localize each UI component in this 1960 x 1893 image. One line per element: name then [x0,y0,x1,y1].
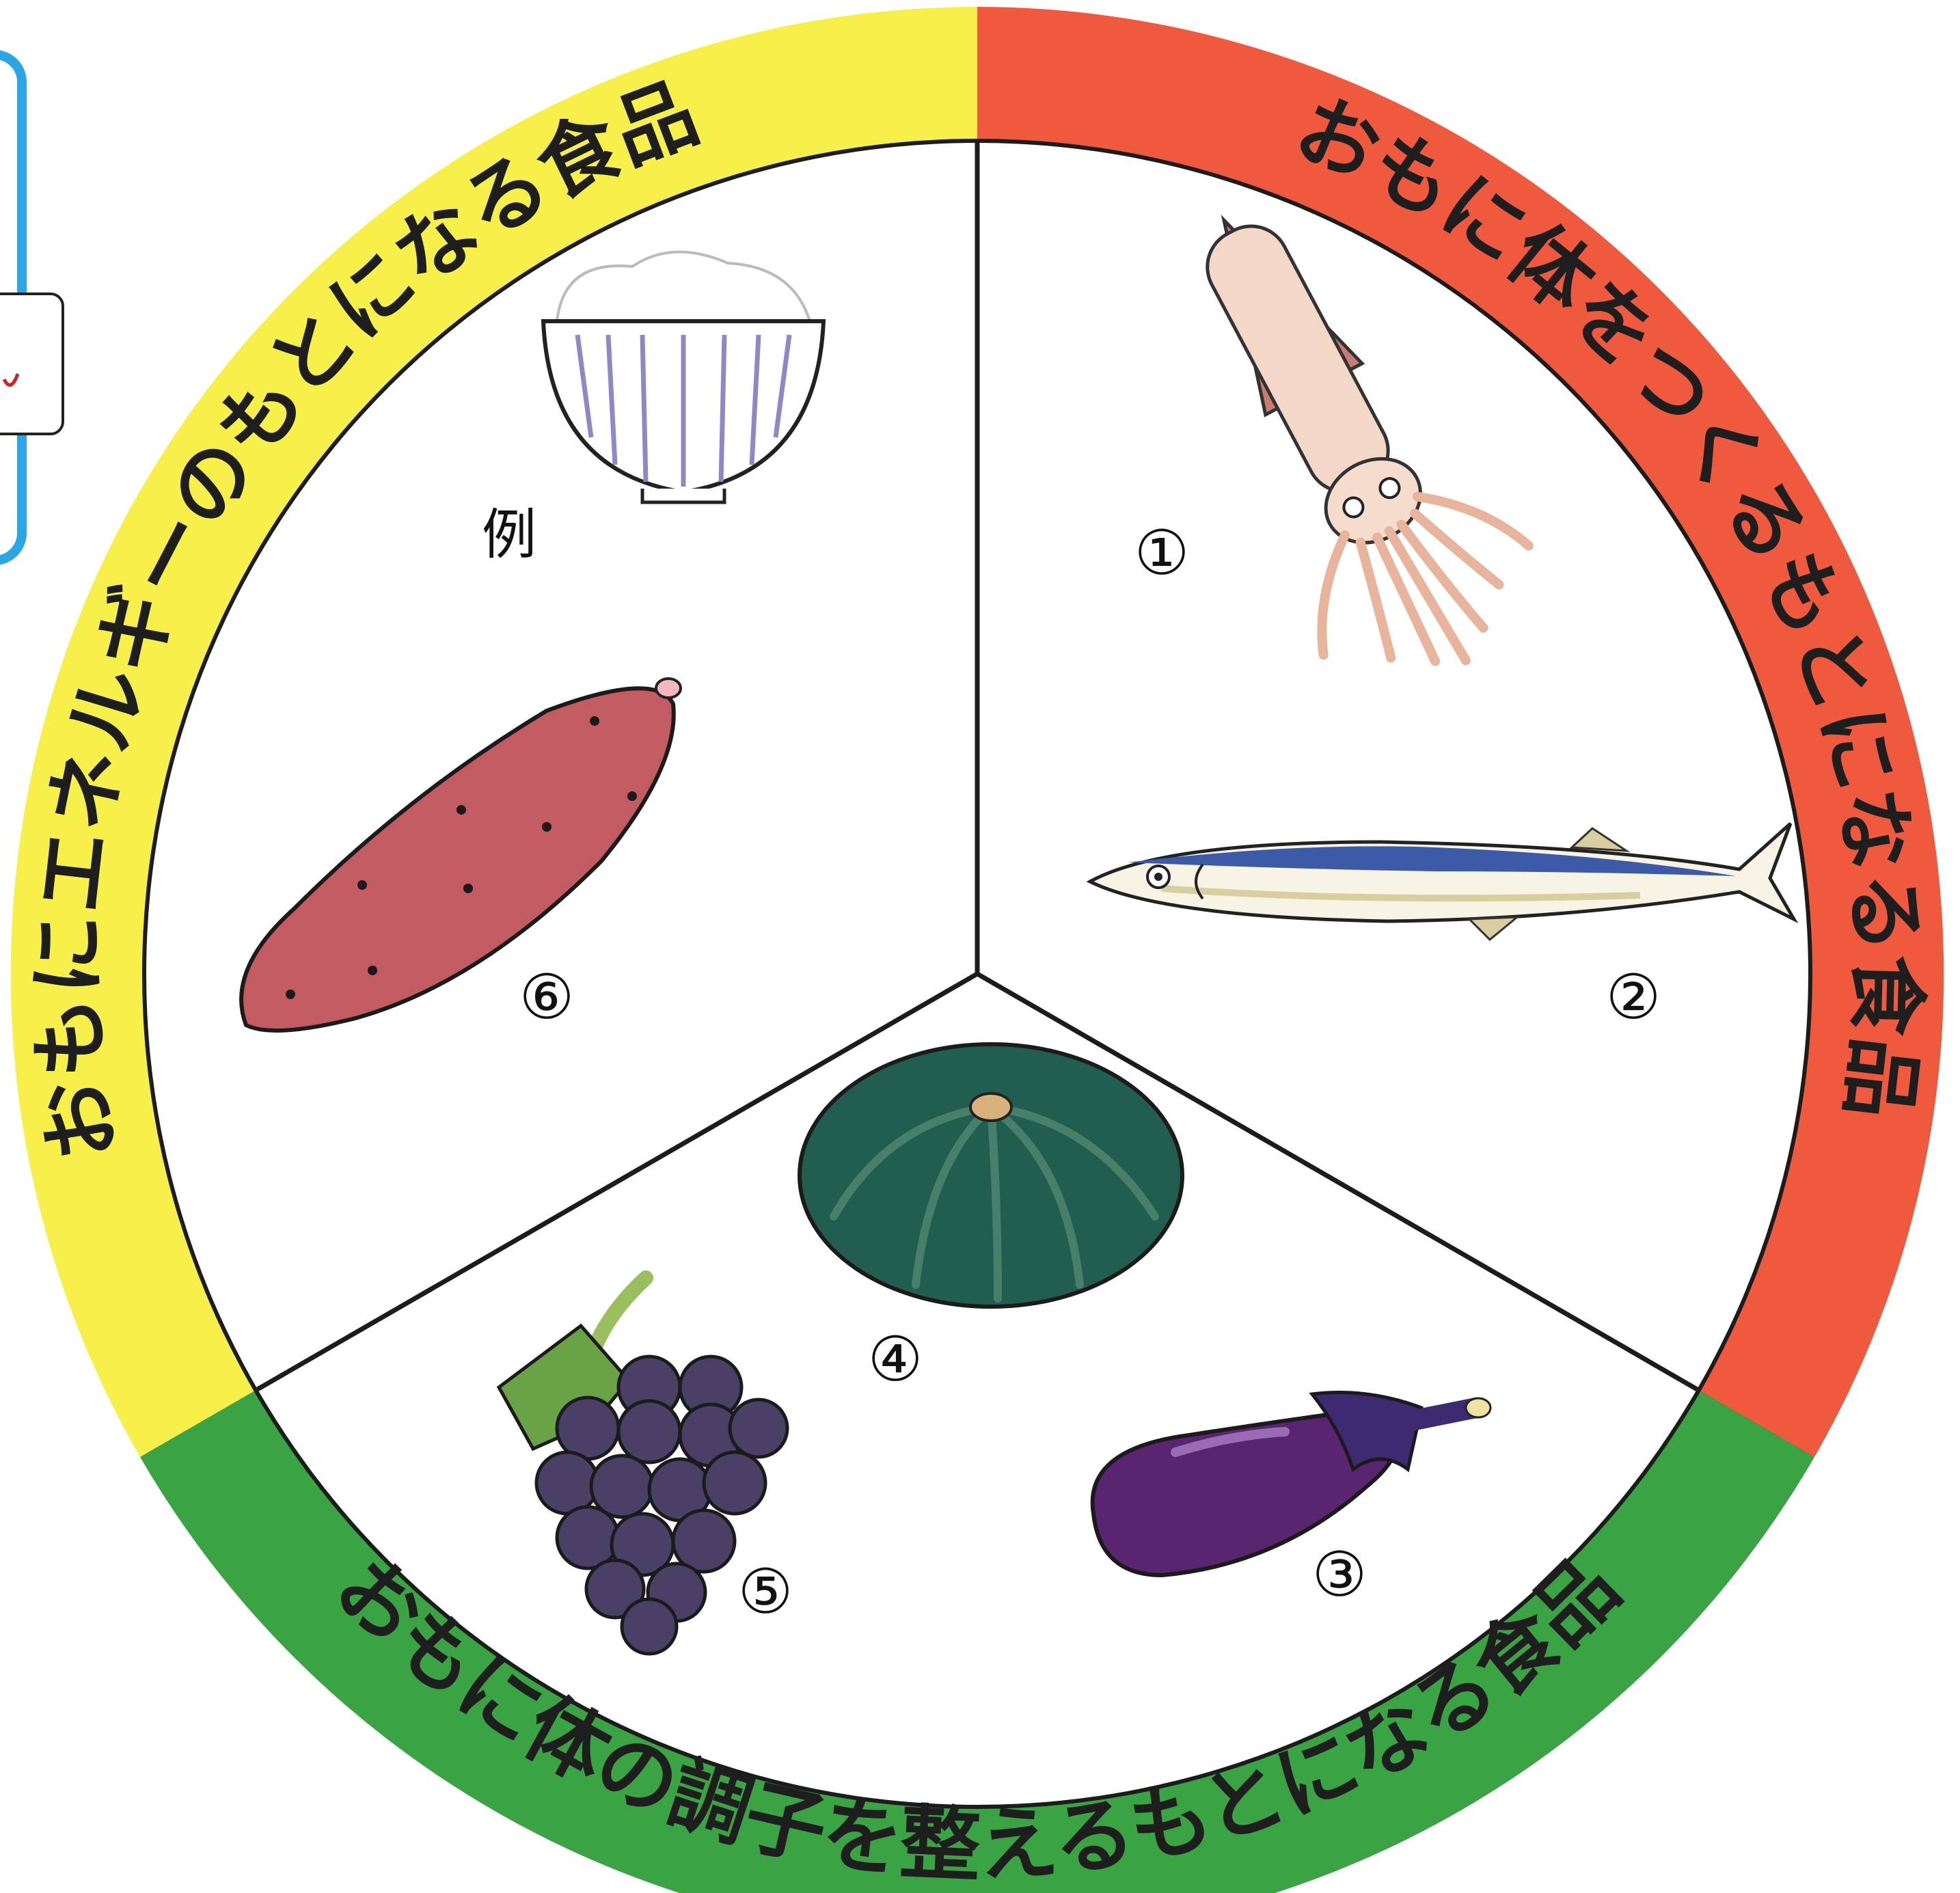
pumpkin-icon [800,1044,1182,1307]
item-label-2: ② [1606,962,1661,1033]
item-label-3: ③ [1312,1539,1367,1611]
item-label-5: ⑤ [738,1556,793,1628]
item-label-4: ④ [868,1324,923,1395]
item-label-6: ⑥ [519,962,575,1033]
item-label-1: ① [1134,517,1190,589]
side-panel-fragment [0,55,63,560]
example-label: 例 [482,503,536,567]
